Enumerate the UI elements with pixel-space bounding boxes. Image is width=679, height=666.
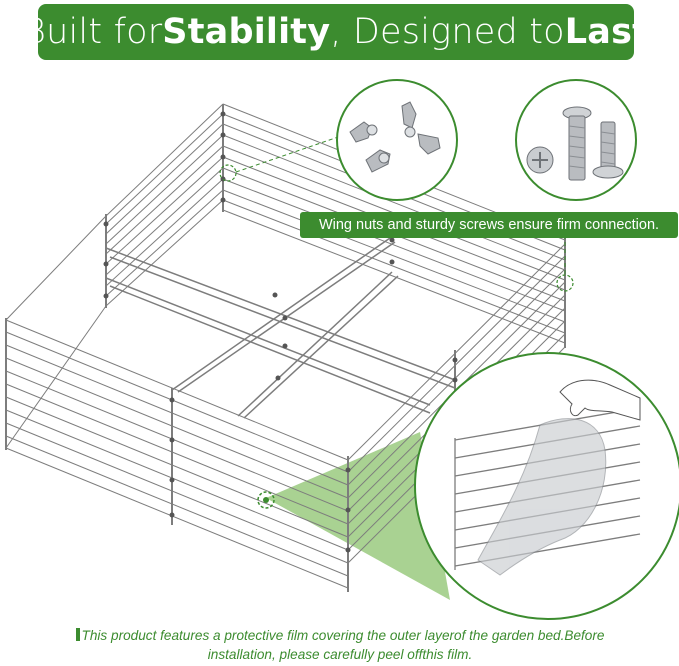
front-left-panel: [5, 319, 349, 589]
footer-line-1: This product features a protective film …: [81, 628, 605, 643]
dashed-markers: [219, 164, 574, 292]
wing-nut-icon: [349, 101, 441, 173]
screw-icon: [526, 106, 624, 181]
film-zoom-detail: [414, 352, 679, 620]
title-part-1: Built for: [22, 12, 163, 52]
screws-detail: [515, 79, 637, 201]
hand-icon: [559, 379, 641, 421]
footer-accent-bar: [75, 628, 80, 641]
back-left-panel: [105, 103, 224, 307]
footer-note: This product features a protective film …: [10, 626, 670, 664]
highlighted-screw-marker: [257, 491, 275, 509]
title-banner: Built for Stability , Designed to Last: [23, 4, 649, 60]
left-side-panel: [5, 215, 107, 449]
title-bold-stability: Stability: [162, 12, 331, 52]
connection-callout: Wing nuts and sturdy screws ensure firm …: [300, 212, 678, 238]
bolts: [103, 111, 458, 553]
title-part-2: , Designed to: [330, 12, 565, 52]
peel-film-icon: [477, 418, 607, 576]
title-bold-last: Last: [564, 12, 650, 52]
wing-nuts-detail: [336, 79, 458, 201]
support-bars: [105, 237, 456, 419]
garden-bed-illustration: [5, 79, 679, 620]
leader-lines: [235, 134, 566, 274]
zoom-beam: [266, 432, 450, 600]
footer-line-2: installation, please carefully peel offt…: [207, 647, 473, 662]
